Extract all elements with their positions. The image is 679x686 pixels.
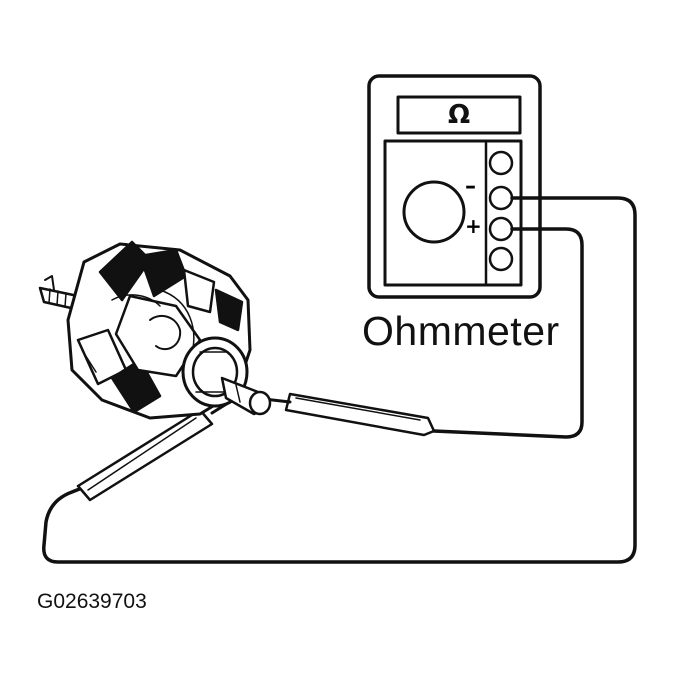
test-probe-icon-2 [76, 396, 238, 502]
jack-negative [488, 185, 514, 211]
negative-terminal-label: – [465, 174, 476, 199]
ohmmeter-icon [367, 74, 542, 299]
positive-terminal-label: + [465, 214, 482, 238]
test-leads [42, 196, 637, 564]
figure-id: G02639703 [37, 590, 147, 613]
test-probe-icon [253, 392, 436, 437]
jack-1 [488, 150, 514, 176]
alternator-rotor-icon [38, 240, 272, 420]
jack-positive [488, 216, 514, 242]
display-ohm-symbol: Ω [447, 100, 471, 130]
jack-4 [488, 246, 514, 272]
ohmmeter-label: Ohmmeter [362, 308, 560, 354]
